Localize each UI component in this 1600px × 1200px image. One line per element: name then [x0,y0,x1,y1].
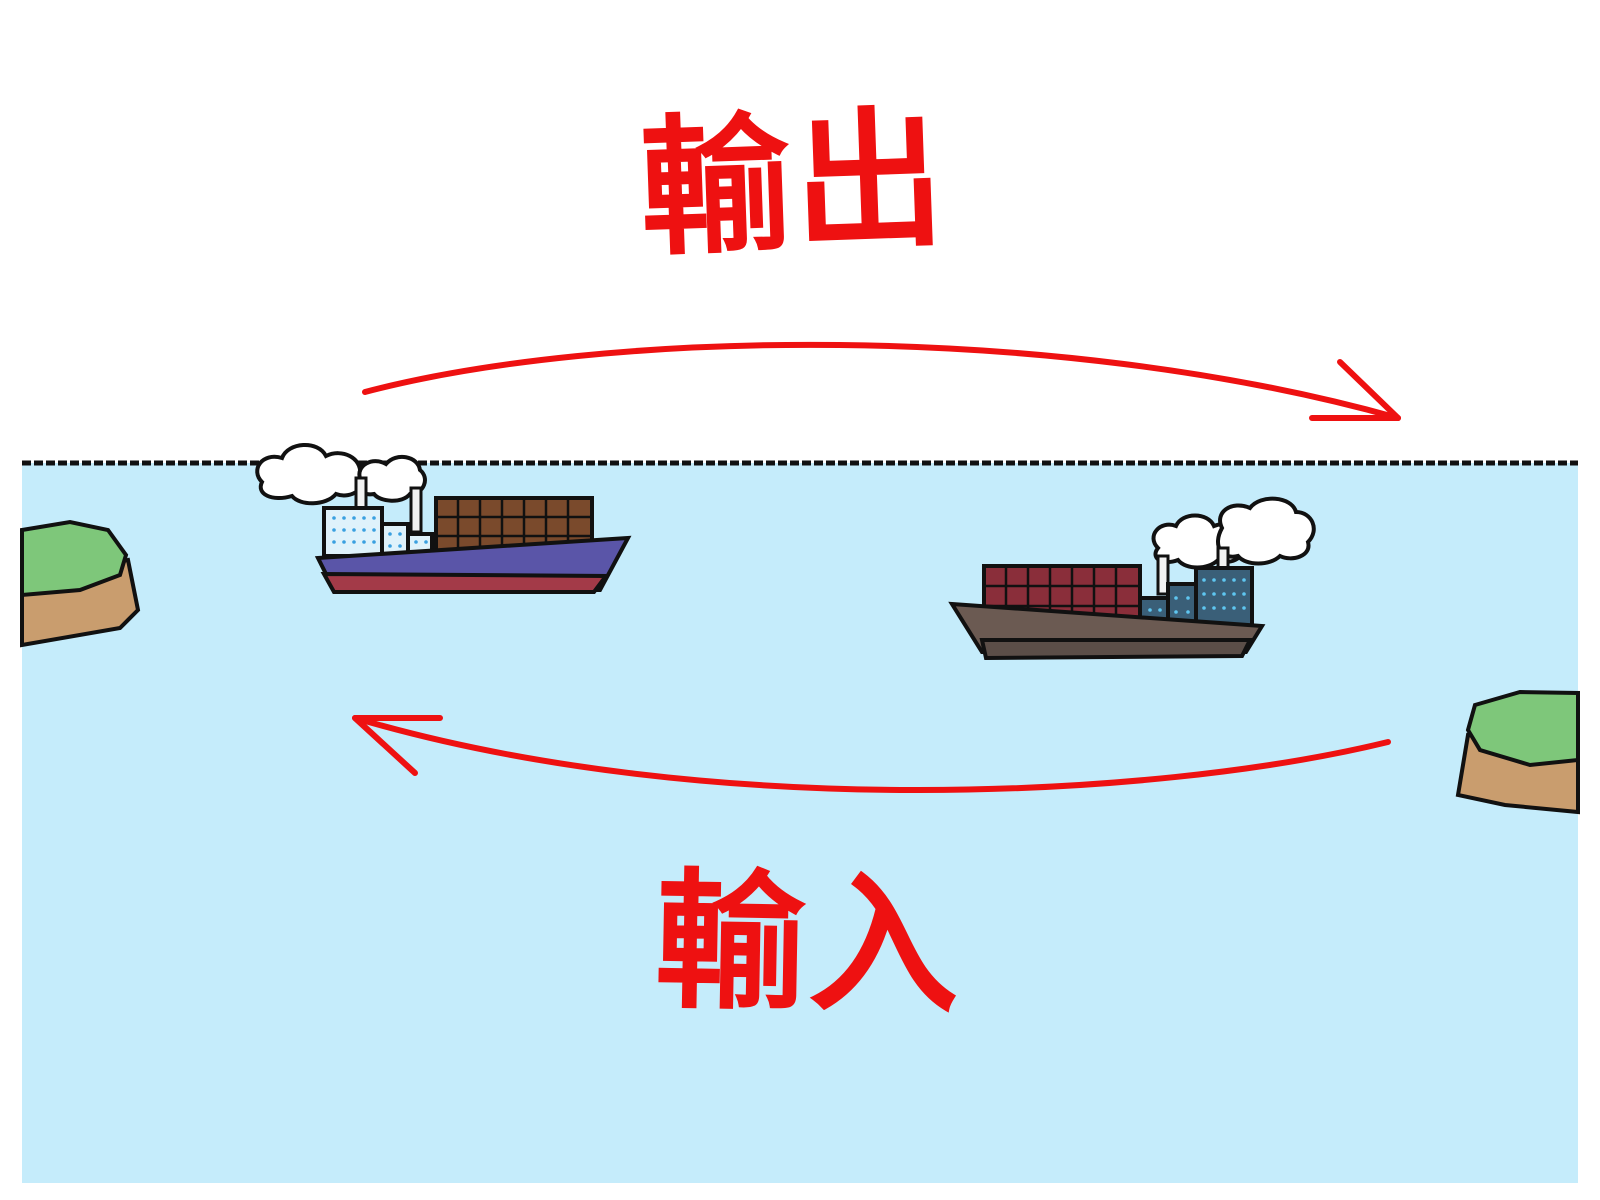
ship-outbound [255,442,632,594]
sea [22,463,1578,1183]
ship-inbound [948,496,1316,661]
export-label: 輸出 [637,92,951,278]
smoke-cloud [255,442,427,506]
import-label: 輸入 [653,855,965,1035]
import-arrow-icon [352,715,1391,793]
island-right [1455,689,1580,815]
smoke-cloud [1151,496,1316,570]
island-left [20,519,141,648]
export-arrow-icon [362,341,1401,421]
